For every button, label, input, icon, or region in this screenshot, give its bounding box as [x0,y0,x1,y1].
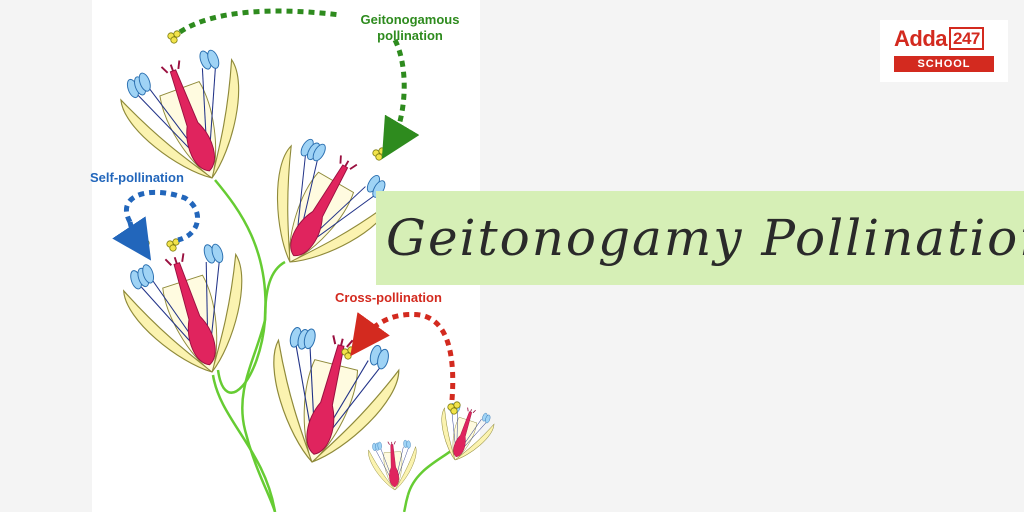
geitonogamous-pollination-label: Geitonogamous pollination [360,12,460,43]
title-banner: Geitonogamy Pollination [376,191,1024,285]
pollen-cluster [166,238,180,252]
self-pollination-label: Self-pollination [90,170,184,185]
self-pollination-arrow [123,189,201,243]
pollen-cluster [341,346,355,360]
pollen-cluster [372,147,386,161]
flower-bottom-center [249,320,406,479]
logo-tagline: SCHOOL [894,56,994,72]
self-pollination-arrowhead [112,216,152,261]
flower-middle-left [116,235,270,392]
flower-small-left [367,439,420,493]
logo-number: 247 [949,27,984,50]
cross-pollination-arrow [350,311,456,401]
logo-brand-text: Adda [894,26,948,51]
pollen-cluster [167,30,181,44]
page-title: Geitonogamy Pollination [386,209,1024,267]
geitonogamous-arrow [178,8,404,142]
cross-pollination-label: Cross-pollination [335,290,442,305]
pollen-cluster [447,401,461,415]
stem-lines [211,179,453,512]
